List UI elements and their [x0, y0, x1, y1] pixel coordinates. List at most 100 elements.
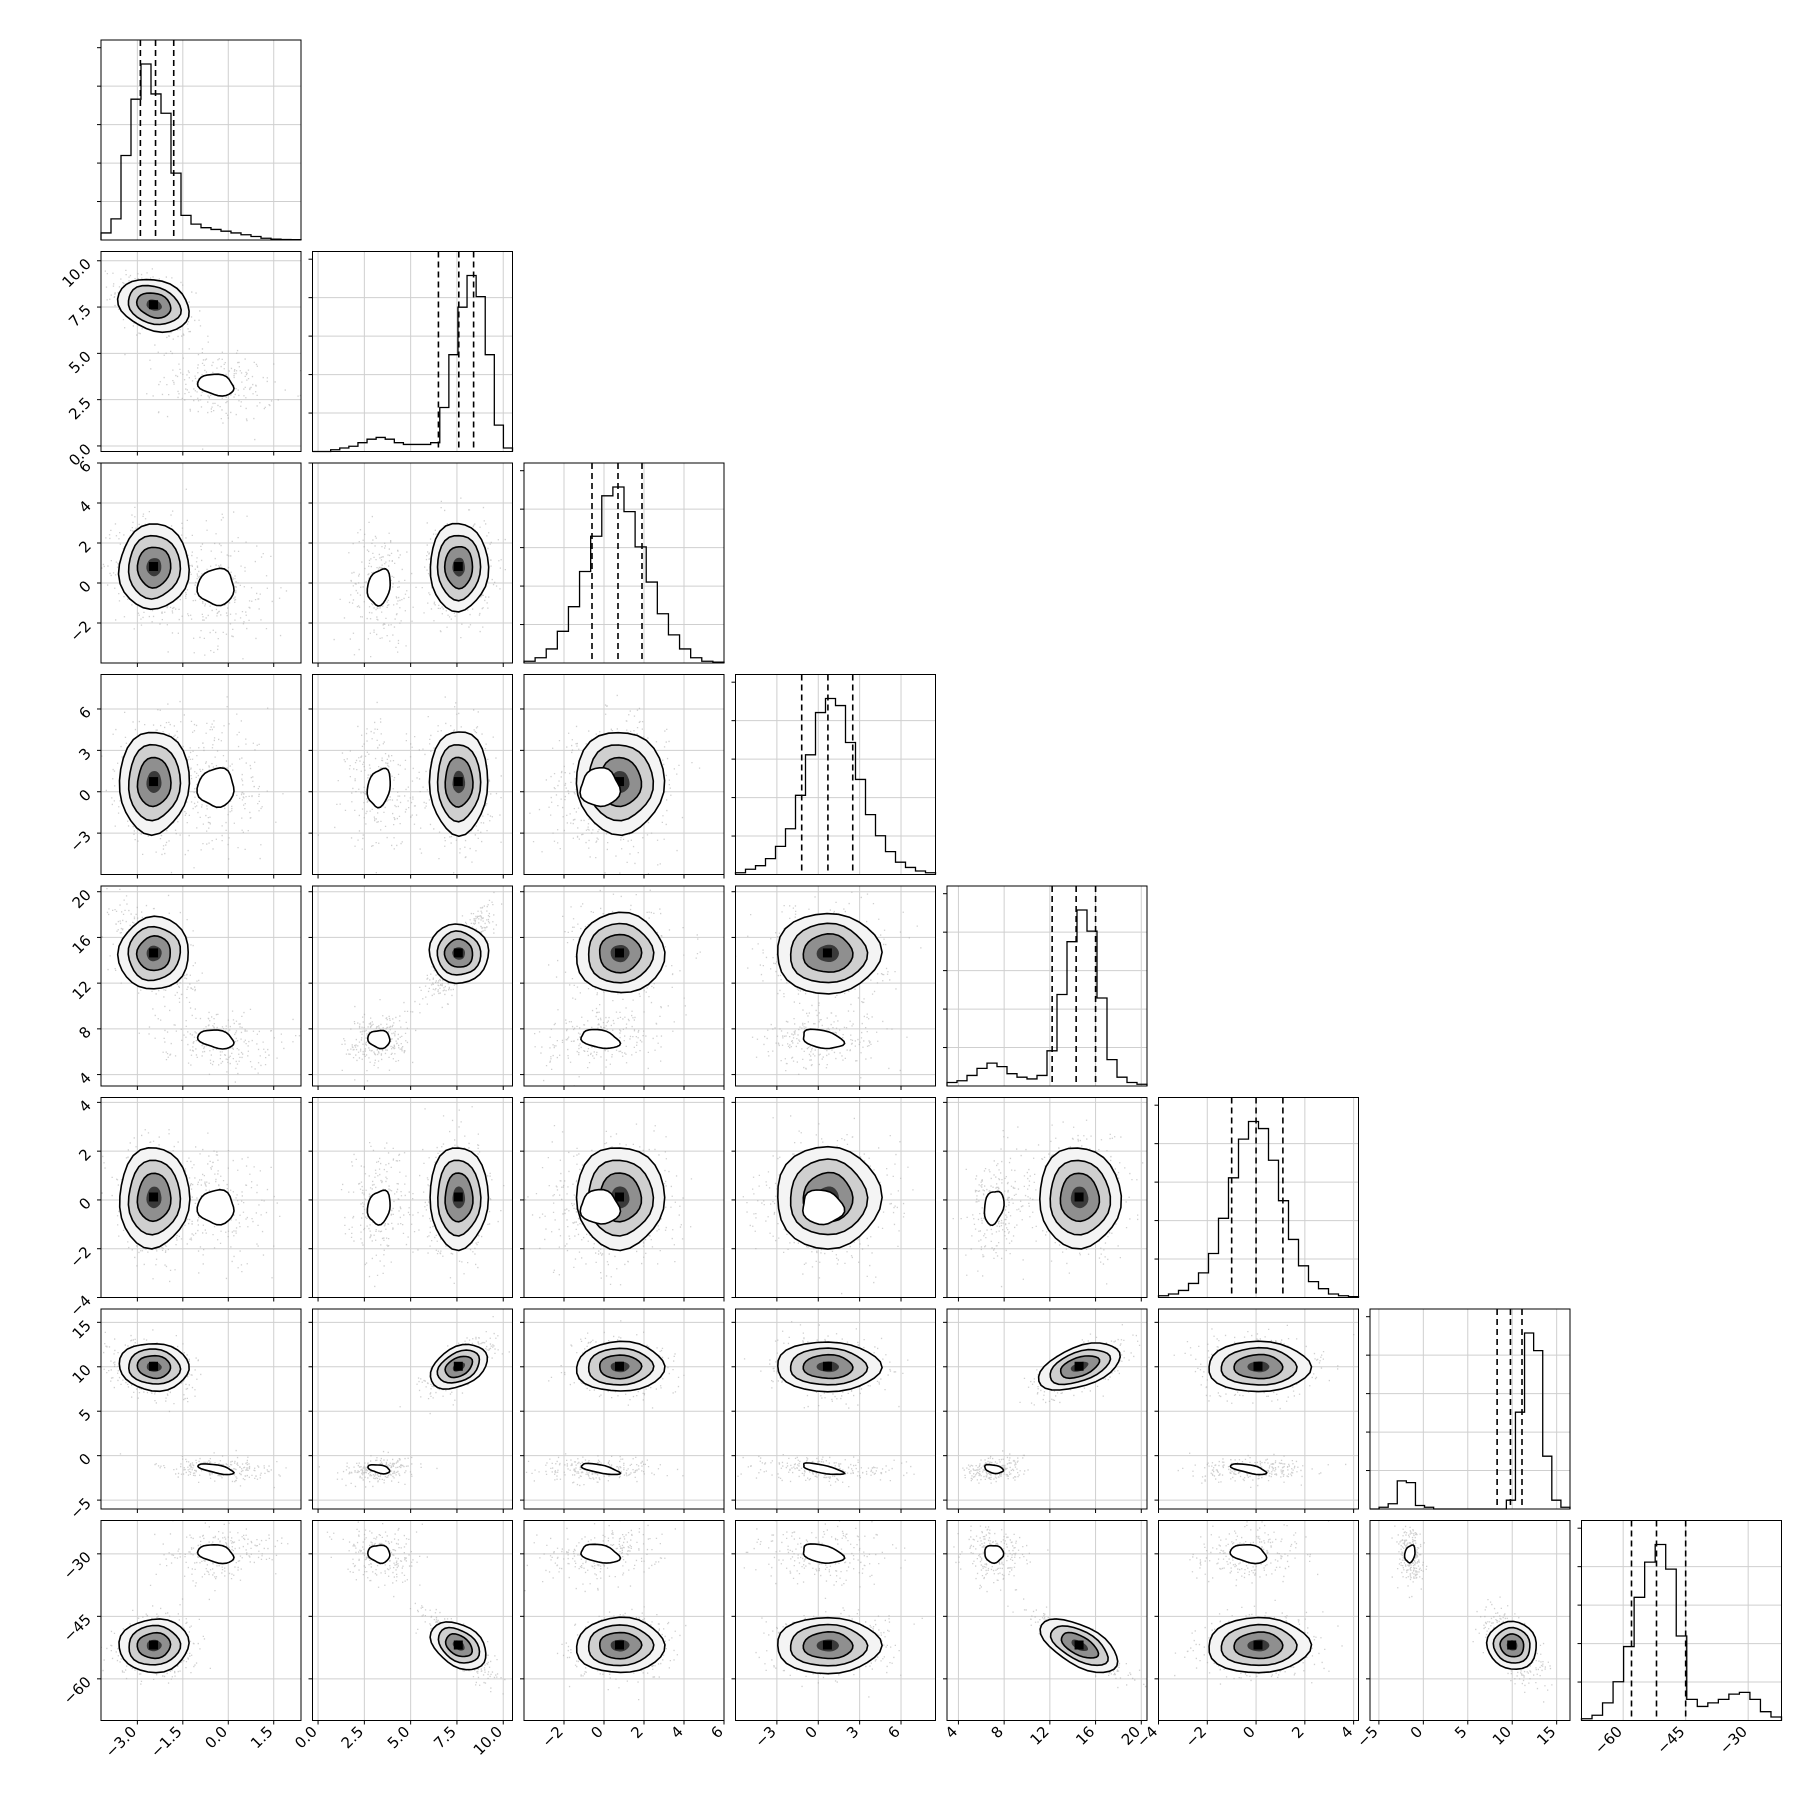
x-tick-label: 0.0 — [291, 1723, 321, 1753]
minor-mode-contour — [580, 1462, 622, 1476]
scatter-frame — [523, 1097, 725, 1298]
scatter-panel-4-1 — [97, 674, 302, 879]
scatter-points — [101, 888, 301, 1083]
x-tick-label: 0 — [1239, 1723, 1258, 1742]
x-tick-label: 0.0 — [202, 1723, 232, 1753]
density-peak — [615, 1640, 624, 1650]
minor-mode-contour — [983, 1190, 1005, 1227]
histogram-steps — [1370, 1332, 1571, 1510]
density-peak — [822, 1361, 832, 1371]
x-tick-label: 2.5 — [338, 1723, 368, 1753]
histogram-frame — [523, 462, 725, 664]
panel-content — [101, 1129, 281, 1283]
histogram-panel-7 — [1366, 1308, 1571, 1510]
scatter-panel-8-2 — [308, 1520, 513, 1725]
scatter-panel-7-2 — [308, 1308, 513, 1513]
y-tick-label: −60 — [60, 1673, 95, 1708]
panel-content — [737, 1321, 915, 1488]
panel-content — [534, 889, 701, 1086]
y-tick-label: −5 — [66, 1494, 94, 1522]
density-peak — [615, 1192, 624, 1202]
x-tick-label: 10 — [1489, 1723, 1515, 1749]
scatter-frame — [735, 1308, 936, 1510]
panel-content — [101, 1520, 289, 1685]
x-tick-label: 15 — [1533, 1723, 1559, 1749]
minor-mode-contour — [196, 373, 235, 397]
x-tick-label: −2 — [1182, 1723, 1210, 1751]
y-tick-label: 4 — [75, 1069, 94, 1088]
scatter-points — [318, 1316, 510, 1488]
scatter-panel-8-3 — [520, 1520, 725, 1725]
panel-content — [101, 488, 288, 660]
x-tick-label: −3.0 — [102, 1723, 140, 1761]
density-peak — [453, 562, 463, 571]
panel-content — [103, 1329, 287, 1489]
x-tick-label: 4 — [942, 1723, 961, 1742]
scatter-frame — [735, 1097, 936, 1298]
y-tick-label: 3 — [75, 744, 94, 763]
y-tick-label: 7.5 — [65, 301, 95, 331]
minor-mode-contour — [1229, 1462, 1268, 1476]
x-tick-label: 0 — [587, 1723, 606, 1742]
density-peak — [1074, 1192, 1084, 1202]
density-peak — [149, 777, 159, 787]
scatter-frame — [523, 674, 725, 875]
density-peak — [453, 948, 463, 958]
scatter-frame — [100, 462, 302, 664]
scatter-points — [952, 1119, 1147, 1288]
scatter-frame — [946, 1520, 1148, 1721]
density-peak — [1074, 1640, 1084, 1650]
scatter-points — [101, 696, 284, 875]
x-tick-label: −3 — [751, 1723, 779, 1751]
panel-content — [525, 1320, 685, 1487]
scatter-frame — [946, 1097, 1148, 1298]
histogram-frame — [1158, 1097, 1359, 1298]
scatter-frame — [312, 1097, 513, 1298]
minor-mode-contour — [196, 1543, 235, 1565]
histogram-panel-4 — [731, 674, 937, 875]
x-tick-label: 5.0 — [384, 1723, 414, 1753]
scatter-points — [104, 268, 301, 450]
minor-mode-contour — [579, 767, 622, 808]
x-tick-label: 7.5 — [430, 1723, 460, 1753]
scatter-panel-6-3 — [520, 1097, 725, 1302]
histogram-steps — [312, 274, 514, 453]
scatter-panel-6-1 — [97, 1097, 302, 1302]
x-tick-label: 16 — [1072, 1723, 1098, 1749]
scatter-panel-8-1 — [97, 1520, 302, 1725]
scatter-points — [341, 891, 503, 1082]
histogram-panel-2 — [308, 251, 514, 453]
y-tick-label: 5 — [75, 1405, 94, 1424]
scatter-frame — [1369, 1520, 1571, 1721]
density-peak — [149, 300, 159, 310]
histogram-frame — [946, 885, 1148, 1087]
minor-mode-contour — [196, 567, 235, 607]
density-peak — [1253, 1361, 1263, 1371]
scatter-frame — [100, 1097, 302, 1298]
y-tick-label: 0 — [75, 577, 94, 596]
scatter-panel-6-2 — [308, 1097, 513, 1302]
histogram-steps — [946, 909, 1148, 1086]
panel-content — [318, 1316, 510, 1488]
density-peak — [453, 1361, 463, 1371]
histogram-frame — [1581, 1520, 1782, 1721]
minor-mode-contour — [802, 1543, 846, 1565]
minor-mode-contour — [196, 766, 235, 808]
y-tick-label: 8 — [75, 1023, 94, 1042]
scatter-panel-6-4 — [731, 1097, 936, 1302]
minor-mode-contour — [983, 1463, 1005, 1475]
panel-content — [529, 694, 701, 875]
y-tick-label: 2 — [75, 537, 94, 556]
panel-content — [326, 1521, 506, 1695]
y-tick-label: 15 — [69, 1316, 95, 1342]
y-tick-label: 5.0 — [65, 347, 95, 377]
y-tick-label: 20 — [69, 886, 95, 912]
x-tick-label: 6 — [884, 1723, 903, 1742]
scatter-frame — [523, 1520, 725, 1721]
histogram-frame — [735, 674, 936, 875]
panel-content — [953, 1525, 1147, 1689]
panel-content — [104, 268, 301, 450]
y-tick-label: −2 — [66, 617, 94, 645]
density-peak — [1253, 1640, 1263, 1650]
minor-mode-contour — [802, 1462, 846, 1476]
